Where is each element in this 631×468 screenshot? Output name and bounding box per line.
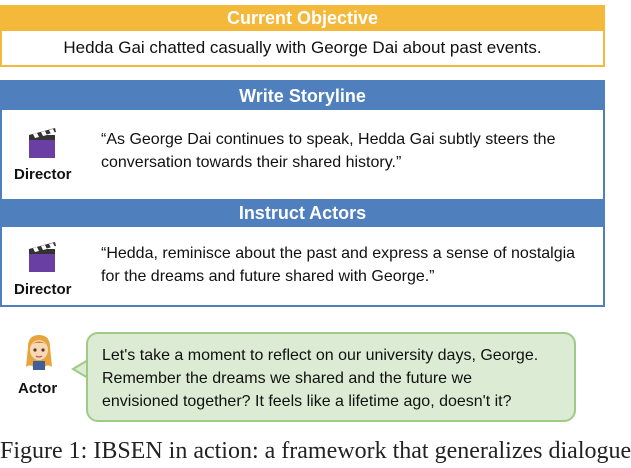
storyline-quote: “As George Dai continues to speak, Hedda… — [101, 128, 601, 174]
actor-role-label: Actor — [18, 380, 58, 397]
storyline-quote-line: conversation towards their shared histor… — [101, 154, 402, 171]
objective-body: Hedda Gai chatted casually with George D… — [0, 31, 605, 67]
storyline-title: Write Storyline — [239, 85, 366, 106]
clapperboard-icon — [26, 126, 62, 165]
actor-avatar-icon — [22, 333, 56, 378]
storyline-role-label: Director — [14, 166, 72, 183]
actor-line: Let's take a moment to reflect on our un… — [102, 347, 539, 364]
figure-caption: Figure 1: IBSEN in action: a framework t… — [0, 438, 631, 464]
actor-line: envisioned together? It feels like a lif… — [102, 393, 512, 410]
director-panel: Write Storyline Director “As George Dai … — [0, 80, 605, 307]
instruct-quote-line: for the dreams and future shared with Ge… — [101, 268, 435, 285]
storyline-header: Write Storyline — [2, 82, 603, 110]
instruct-quote-line: “Hedda, reminisce about the past and exp… — [101, 245, 576, 262]
storyline-quote-line: “As George Dai continues to speak, Hedda… — [101, 131, 556, 148]
clapperboard-icon — [26, 240, 62, 279]
instruct-title: Instruct Actors — [238, 202, 367, 223]
instruct-role-label: Director — [14, 281, 72, 298]
actor-speech-bubble: Let's take a moment to reflect on our un… — [86, 332, 576, 422]
objective-title: Current Objective — [226, 7, 379, 28]
actor-line: Remember the dreams we shared and the fu… — [102, 370, 472, 387]
objective-header: Current Objective — [0, 5, 605, 31]
objective-text: Hedda Gai chatted casually with George D… — [63, 38, 542, 57]
instruct-header: Instruct Actors — [2, 199, 603, 227]
instruct-quote: “Hedda, reminisce about the past and exp… — [101, 242, 601, 288]
